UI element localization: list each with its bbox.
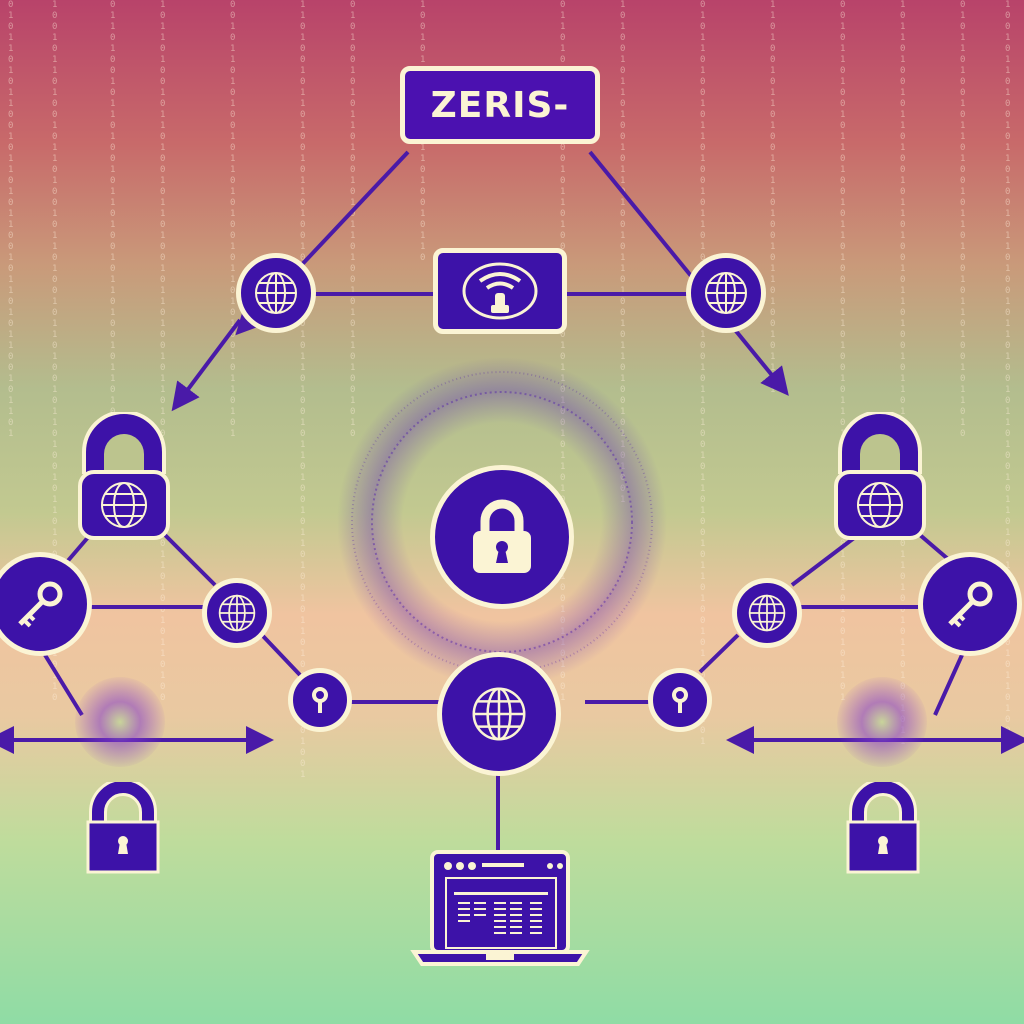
key-node-left[interactable] — [0, 552, 92, 656]
key-icon — [948, 581, 993, 628]
globe-node-bottom-center[interactable] — [437, 652, 561, 776]
globe-icon — [218, 594, 256, 632]
globe-icon — [748, 594, 786, 632]
globe-node-top-right[interactable] — [686, 253, 766, 333]
globe-icon — [472, 687, 526, 741]
title-box[interactable]: ZERIS- — [400, 66, 600, 144]
padlock-keyhole-icon — [86, 778, 160, 874]
padlock-keyhole-icon — [846, 778, 920, 874]
globe-icon — [705, 272, 747, 314]
globe-icon — [255, 272, 297, 314]
globe-node-top-left[interactable] — [236, 253, 316, 333]
padlock-bottom-left[interactable] — [86, 778, 160, 874]
left-signal-halo — [75, 677, 165, 767]
wifi-lock-icon — [462, 262, 538, 320]
keyhole-icon — [672, 687, 688, 713]
padlock-globe-icon — [78, 410, 170, 540]
keyhole-icon — [312, 687, 328, 713]
padlock-globe-right[interactable] — [832, 410, 928, 542]
key-icon — [18, 581, 63, 628]
keyhole-node-left[interactable] — [288, 668, 352, 732]
laptop-icon — [410, 850, 590, 966]
padlock-icon — [473, 499, 531, 573]
laptop-node[interactable] — [410, 848, 590, 966]
central-lock-node[interactable] — [430, 465, 574, 609]
padlock-globe-icon — [834, 410, 926, 540]
padlock-bottom-right[interactable] — [846, 778, 920, 874]
globe-node-mid-left[interactable] — [202, 578, 272, 648]
right-signal-halo — [837, 677, 927, 767]
keyhole-node-right[interactable] — [648, 668, 712, 732]
padlock-globe-left[interactable] — [76, 410, 172, 542]
wifi-hub-node[interactable] — [433, 248, 567, 334]
globe-node-mid-right[interactable] — [732, 578, 802, 648]
title-label: ZERIS- — [430, 84, 570, 126]
key-node-right[interactable] — [918, 552, 1022, 656]
